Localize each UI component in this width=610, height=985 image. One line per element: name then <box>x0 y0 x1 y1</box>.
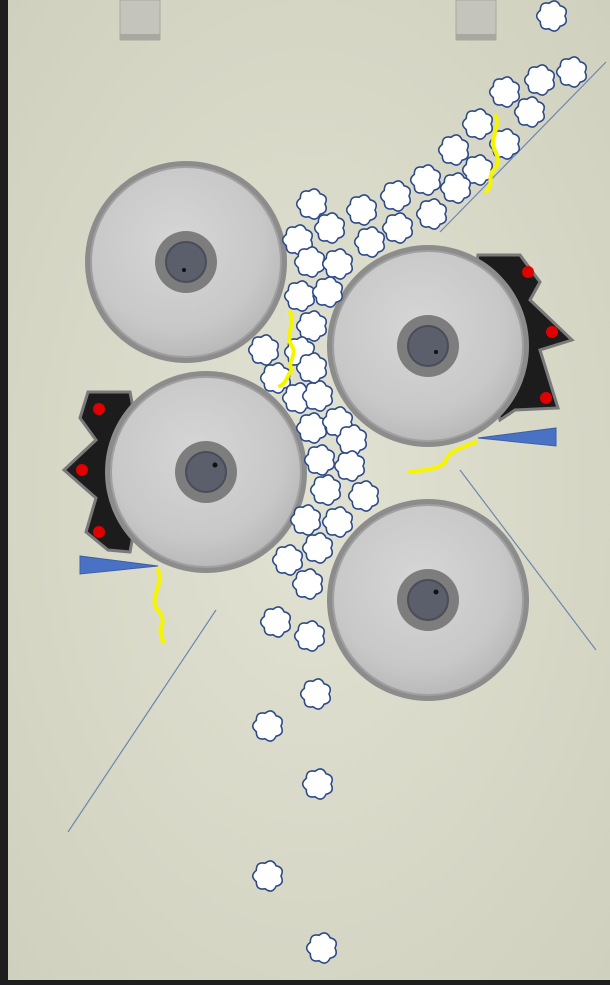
cotton-puff <box>303 381 333 411</box>
cotton-puff <box>411 165 441 195</box>
cotton-puff <box>273 545 303 575</box>
cotton-puff <box>291 505 321 535</box>
cotton-puff <box>307 933 337 963</box>
pivot-dot <box>93 526 105 538</box>
cotton-puff <box>355 227 385 257</box>
upper-right-roller <box>327 245 529 447</box>
cotton-puff <box>381 181 411 211</box>
upper-left-roller <box>85 161 287 363</box>
cotton-puff <box>323 507 353 537</box>
cotton-puff <box>305 445 335 475</box>
cotton-puff <box>349 481 379 511</box>
cotton-puff <box>313 277 343 307</box>
cotton-puff <box>297 353 327 383</box>
cotton-puff <box>490 77 520 107</box>
pivot-dot <box>76 464 88 476</box>
cotton-puff <box>525 65 555 95</box>
cotton-puff <box>295 621 325 651</box>
top-right-mount <box>456 0 496 40</box>
cotton-puff <box>285 281 315 311</box>
lower-right-roller <box>327 499 529 701</box>
cotton-puff <box>347 195 377 225</box>
cotton-puff <box>383 213 413 243</box>
cotton-puff <box>537 1 567 31</box>
pivot-dot <box>546 326 558 338</box>
cotton-puff <box>295 247 325 277</box>
pivot-dot <box>540 392 552 404</box>
cotton-puff <box>515 97 545 127</box>
cotton-puff <box>441 173 471 203</box>
top-left-mount <box>120 0 160 40</box>
cotton-puff <box>297 413 327 443</box>
cotton-puff <box>303 533 333 563</box>
pivot-dot <box>522 266 534 278</box>
cotton-puff <box>249 335 278 365</box>
cotton-puff <box>463 109 493 139</box>
lower-left-roller <box>105 371 307 573</box>
cotton-puff <box>303 769 333 799</box>
cotton-puff <box>261 607 291 637</box>
cotton-puff <box>253 711 282 741</box>
cotton-puff <box>439 135 469 165</box>
cotton-puff <box>311 475 341 505</box>
cotton-puff <box>293 569 323 599</box>
cotton-puff <box>557 57 587 87</box>
cotton-puff <box>417 199 447 229</box>
cotton-puff <box>315 213 345 243</box>
cotton-puff <box>323 249 353 279</box>
cotton-puff <box>335 451 365 481</box>
cotton-puff <box>253 861 282 891</box>
pivot-dot <box>93 403 105 415</box>
cotton-puff <box>301 679 331 709</box>
